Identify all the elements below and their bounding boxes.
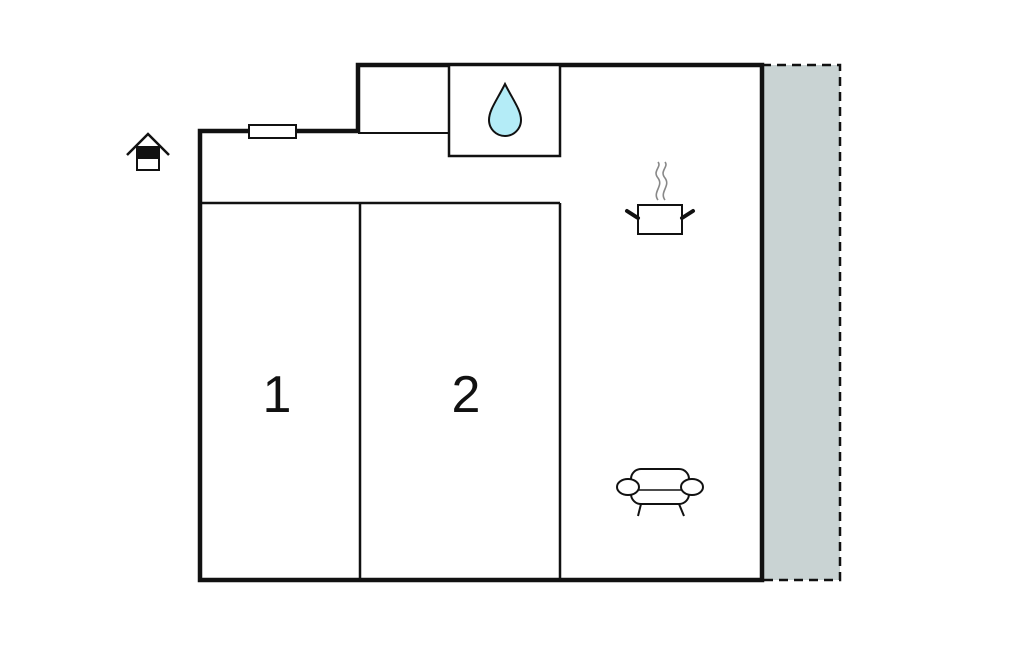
water-drop-icon (487, 81, 523, 137)
window (248, 124, 297, 139)
terrace-area (760, 63, 842, 582)
room-label-2: 2 (452, 366, 481, 424)
room-label-1: 1 (263, 366, 292, 424)
outer-wall (197, 62, 765, 583)
sofa-icon (616, 468, 704, 517)
cooking-pot-icon (625, 161, 695, 235)
house-entrance-icon (126, 132, 170, 171)
